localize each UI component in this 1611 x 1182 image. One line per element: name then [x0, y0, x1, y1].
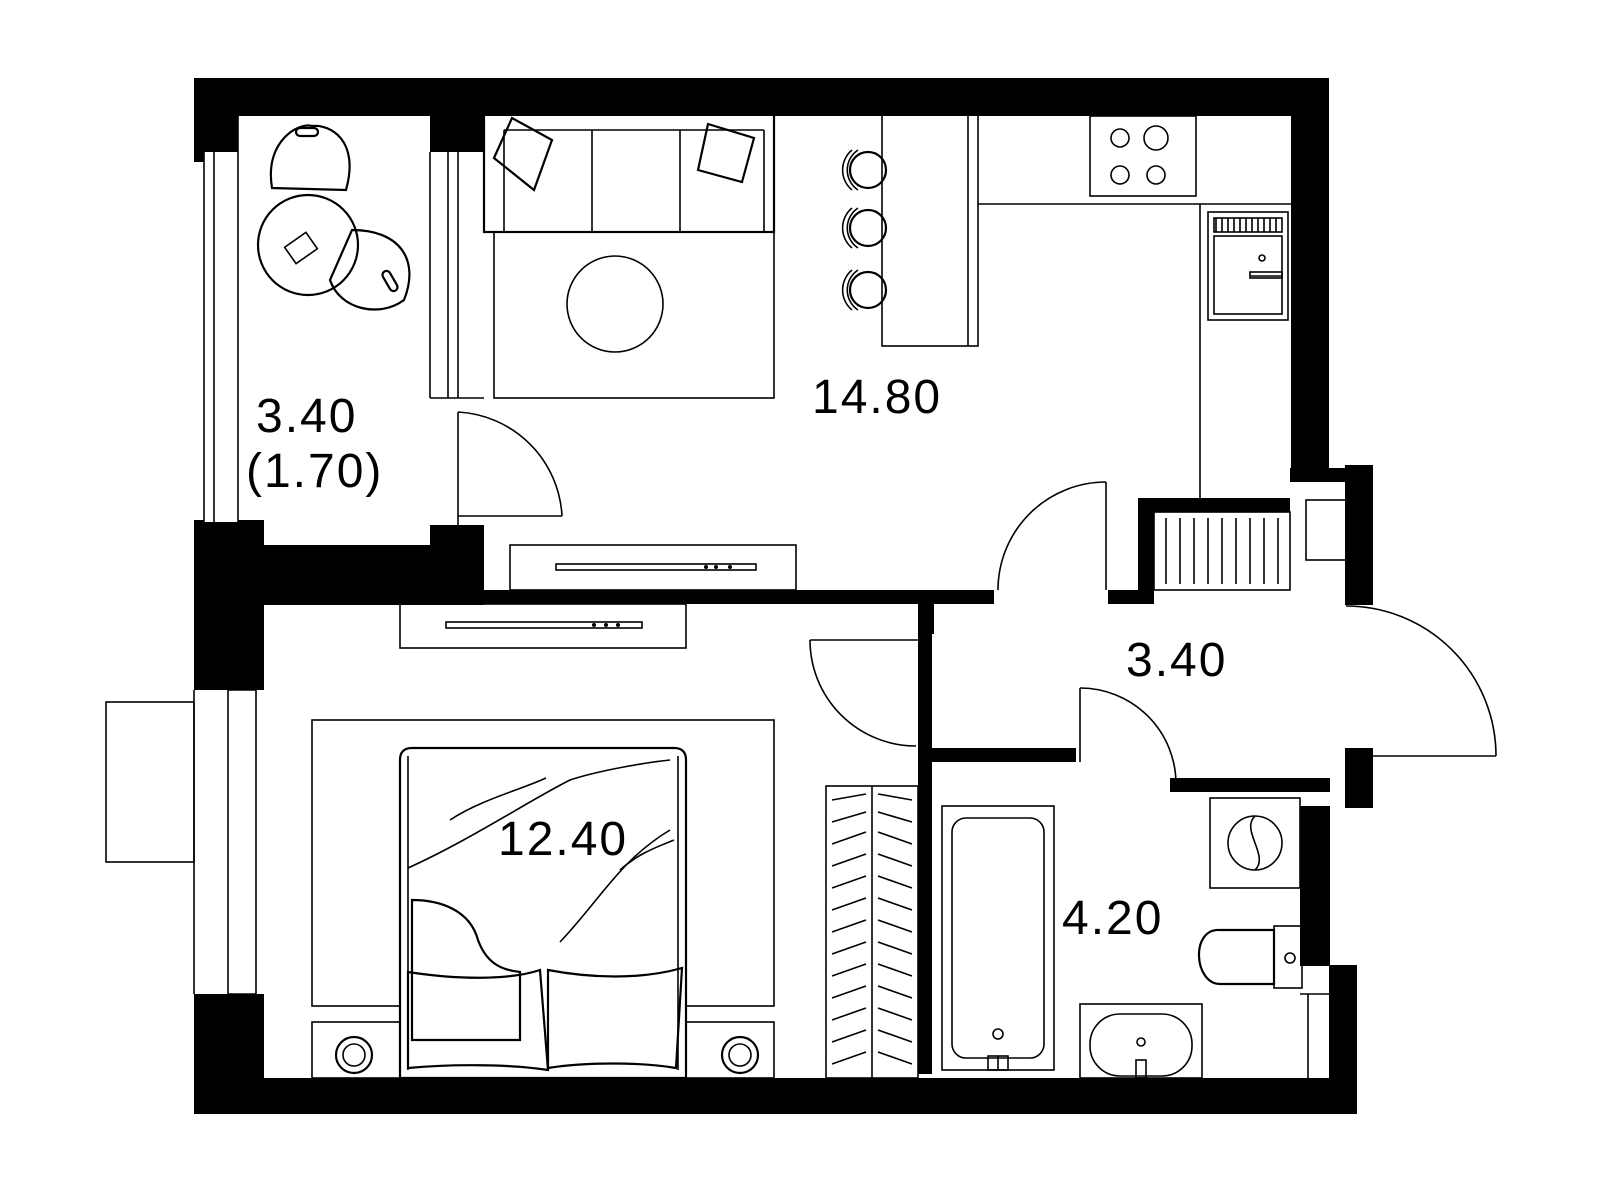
- windows: [105, 116, 484, 995]
- walls: [194, 78, 1373, 1114]
- hall-bath-wall-left: [918, 748, 1076, 762]
- hall: [809, 605, 1497, 785]
- bedroom: [311, 603, 919, 1080]
- closet-top-wall: [1138, 498, 1290, 512]
- living-bedroom-wall: [484, 590, 994, 604]
- balcony-area-label: 3.40: [256, 390, 357, 443]
- hall-bath-wall-right: [1170, 778, 1330, 792]
- left-top-wall: [194, 78, 238, 162]
- top-outer-wall: [194, 78, 1329, 116]
- closet-left-wall: [1138, 498, 1154, 604]
- area-labels: 3.40 (1.70) 14.80 3.40 12.40 4.20: [246, 371, 1227, 945]
- living-kitchen: [482, 112, 1347, 591]
- bar-stools: [841, 149, 888, 311]
- balcony-floor-wall: [238, 545, 484, 605]
- living-kitchen-area-label: 14.80: [812, 371, 942, 424]
- right-bathroom-wall: [1300, 806, 1330, 966]
- bedroom-hall-wall: [918, 604, 932, 1074]
- balcony-furniture: [256, 124, 563, 525]
- balcony-partition-top: [430, 116, 484, 152]
- bathroom: [941, 797, 1357, 1079]
- right-step-wall: [1345, 465, 1373, 605]
- right-bottom-wall: [1329, 965, 1357, 1114]
- hall-area-label: 3.40: [1126, 634, 1227, 687]
- right-step-top: [1290, 468, 1346, 482]
- bottom-outer-wall: [194, 1078, 1357, 1114]
- hall-right-stub: [1345, 750, 1373, 764]
- bathroom-area-label: 4.20: [1062, 892, 1163, 945]
- right-upper-wall: [1291, 78, 1329, 468]
- balcony-reduced-area-label: (1.70): [246, 445, 383, 498]
- bedroom-hall-wall-top: [918, 604, 934, 634]
- bedroom-area-label: 12.40: [498, 813, 628, 866]
